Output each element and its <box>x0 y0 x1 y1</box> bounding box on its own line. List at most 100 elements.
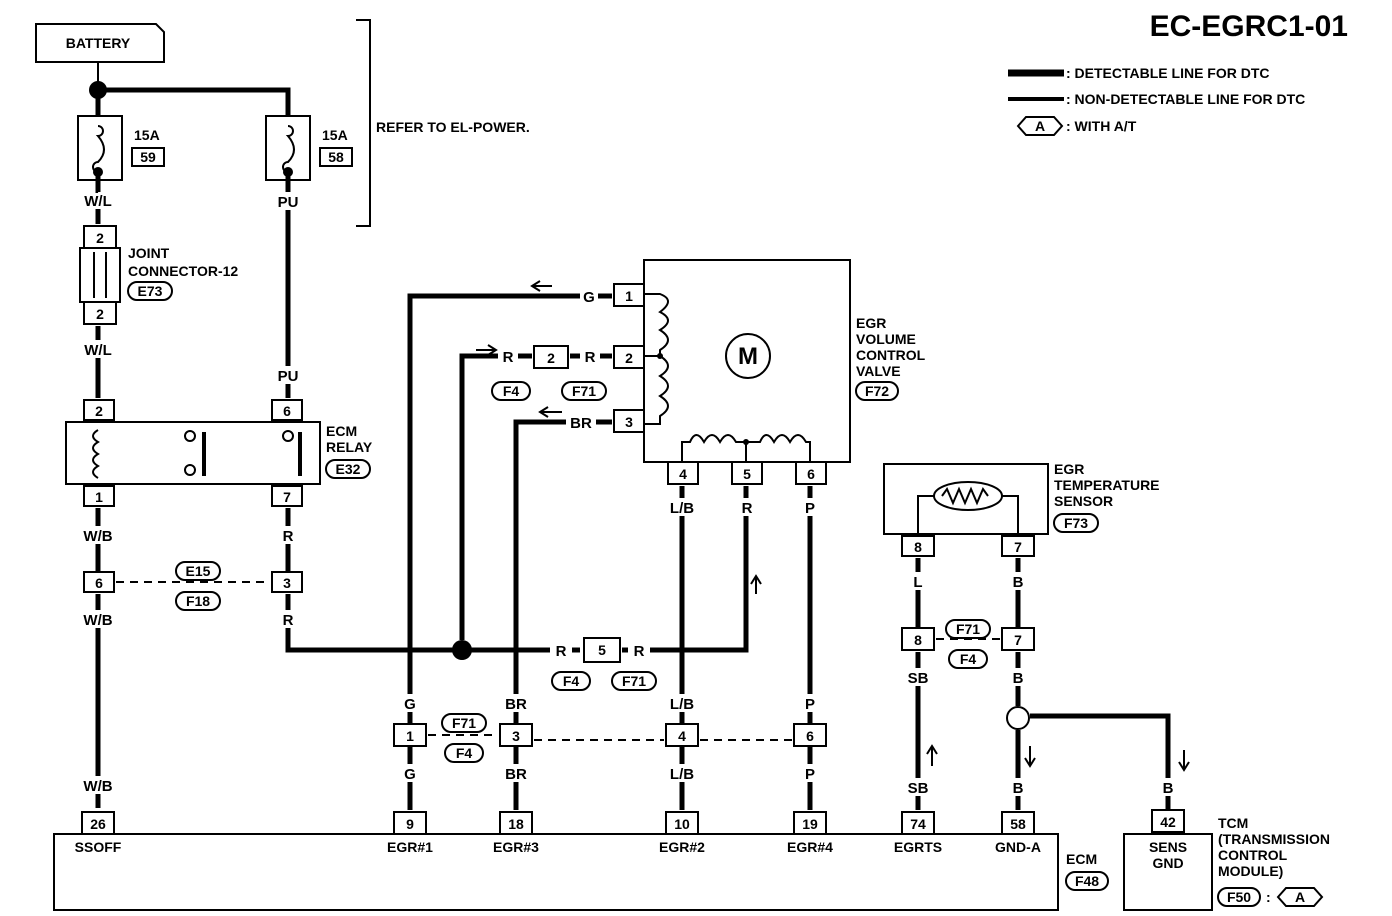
wire-r-to-valve-5 <box>622 486 749 653</box>
conn-f4-pin-2 <box>533 345 569 369</box>
tcm-pin-name-2: GND <box>1152 855 1183 871</box>
wire-label-g-3: G <box>404 766 416 783</box>
wire-label-b-3: B <box>1013 780 1024 797</box>
wire-label-lb-3: L/B <box>670 766 694 783</box>
conn-f71-pin-4-no: 4 <box>678 728 686 744</box>
egr-valve-label-4: VALVE <box>856 363 901 379</box>
ecm-label: ECM <box>1066 851 1097 867</box>
egr-temp-pin-8 <box>901 535 935 557</box>
wire-label-g-2: G <box>404 696 416 713</box>
ecm-pin-number: 19 <box>802 816 818 832</box>
wire-sb-2-mask <box>904 778 932 796</box>
conn-f4-pin-5 <box>583 637 621 663</box>
ecm-pin-number: 74 <box>910 816 926 832</box>
wire-label-br-1: BR <box>570 415 592 432</box>
conn-f71-pin-3-no: 3 <box>512 728 520 744</box>
egr-valve-pin-2-no: 2 <box>625 350 633 366</box>
tcm-code-tag <box>1217 887 1261 907</box>
wire-label-wb-3: W/B <box>83 778 112 795</box>
ecm-pin-name: SSOFF <box>75 839 122 855</box>
relay-code: E32 <box>336 461 361 477</box>
wire-g-1-mask <box>580 287 598 305</box>
fuse-59-number: 59 <box>140 149 156 165</box>
joint-pin-bottom-no: 2 <box>96 306 104 322</box>
ecm-pin-58 <box>1001 811 1035 835</box>
relay-code-tag <box>325 459 371 479</box>
conn-f4-tag-4 <box>948 649 988 669</box>
conn-f71-code: F71 <box>622 673 646 689</box>
ecm-pin-name: GND-A <box>995 839 1041 855</box>
wire-br-2-mask <box>500 694 532 712</box>
conn-f18-tag <box>175 591 221 611</box>
egr-valve-pin-4 <box>667 461 699 485</box>
fuse-58-element <box>282 125 295 173</box>
egr-temp-label-3: SENSOR <box>1054 493 1113 509</box>
ecm-pin-name: EGR#3 <box>493 839 539 855</box>
arrow-left-br <box>538 406 562 418</box>
conn-e15-pin-6 <box>83 571 115 593</box>
wire-wl-mask: W/L <box>84 193 112 210</box>
tcm-pin-name-1: SENS <box>1149 839 1187 855</box>
tcm-with-at: A <box>1295 889 1305 905</box>
ecm-pin-name: EGR#4 <box>787 839 833 855</box>
battery-feed-wire <box>98 87 291 118</box>
egr-valve-pin-5-no: 5 <box>743 466 751 482</box>
relay-contact-b <box>184 464 196 476</box>
conn-f71-pin-6 <box>793 723 827 747</box>
ecm-pin-9 <box>393 811 427 835</box>
wire-label-b-4: B <box>1163 780 1174 797</box>
egr-valve-pin-5 <box>731 461 763 485</box>
ecm-pin-18 <box>499 811 533 835</box>
ecm-pin-26 <box>81 811 115 835</box>
wire-label-r-5: R <box>503 349 514 366</box>
joint-label-1: JOINT <box>128 245 170 261</box>
wire-wb-1-mask <box>80 526 116 544</box>
egr-temp-leads <box>917 495 1019 536</box>
conn-e15-code: E15 <box>186 563 211 579</box>
egr-valve-label-3: CONTROL <box>856 347 926 363</box>
egr-temp-resistor <box>941 486 989 506</box>
conn-f71-pin-3 <box>499 723 533 747</box>
conn-f4-code-3: F4 <box>456 745 473 761</box>
wire-r-1-mask <box>278 526 300 544</box>
relay-label-2: RELAY <box>326 439 373 455</box>
wire-r-4-mask <box>628 641 650 659</box>
wire-r-7-mask <box>736 498 758 516</box>
relay-contact-a <box>184 430 196 442</box>
legend-with-at-text: : WITH A/T <box>1066 118 1137 134</box>
conn-f4-tag-3 <box>444 743 484 763</box>
relay-label-1: ECM <box>326 423 357 439</box>
conn-e15-pin-3-no: 3 <box>283 575 291 591</box>
legend-detectable-text: : DETECTABLE LINE FOR DTC <box>1066 65 1270 81</box>
wire-g <box>407 293 612 810</box>
refer-note: REFER TO EL-POWER. <box>376 119 530 135</box>
joint-body <box>79 247 121 303</box>
conn-f71-code-3: F71 <box>452 715 476 731</box>
wire-label-r-4: R <box>634 643 645 660</box>
wire-wb-3-mask <box>80 776 116 794</box>
wire-label-l: L <box>913 574 922 591</box>
wire-b-2-mask <box>1008 668 1028 686</box>
ecm-pin-number: 26 <box>90 816 106 832</box>
ecm-code: F48 <box>1075 873 1099 889</box>
fuse-58-amp: 15A <box>322 127 348 143</box>
conn-f4-code: F4 <box>563 673 580 689</box>
relay-coil <box>92 429 100 479</box>
wire-p-2-mask <box>800 694 820 712</box>
egr-valve-code-tag <box>855 381 899 401</box>
tcm-code: F50 <box>1227 889 1251 905</box>
legend-with-at-code: A <box>1035 118 1045 134</box>
wire-b-to-tcm <box>1030 713 1171 810</box>
conn-f71-pin-8-no: 8 <box>914 632 922 648</box>
conn-f71-pin-1-no: 1 <box>406 728 414 744</box>
conn-f71-pin-1 <box>393 723 427 747</box>
relay-pin-2 <box>83 399 115 421</box>
wire-p-3-mask <box>800 764 820 782</box>
egr-valve-pin-2 <box>613 345 645 369</box>
wire-b-3-mask <box>1008 778 1028 796</box>
egr-valve-label-2: VOLUME <box>856 331 916 347</box>
wire-label-p-2: P <box>805 696 815 713</box>
wire-label-r-3: R <box>556 643 567 660</box>
relay-pin-2-no: 2 <box>95 403 103 419</box>
egr-temp-pin-7 <box>1001 535 1035 557</box>
